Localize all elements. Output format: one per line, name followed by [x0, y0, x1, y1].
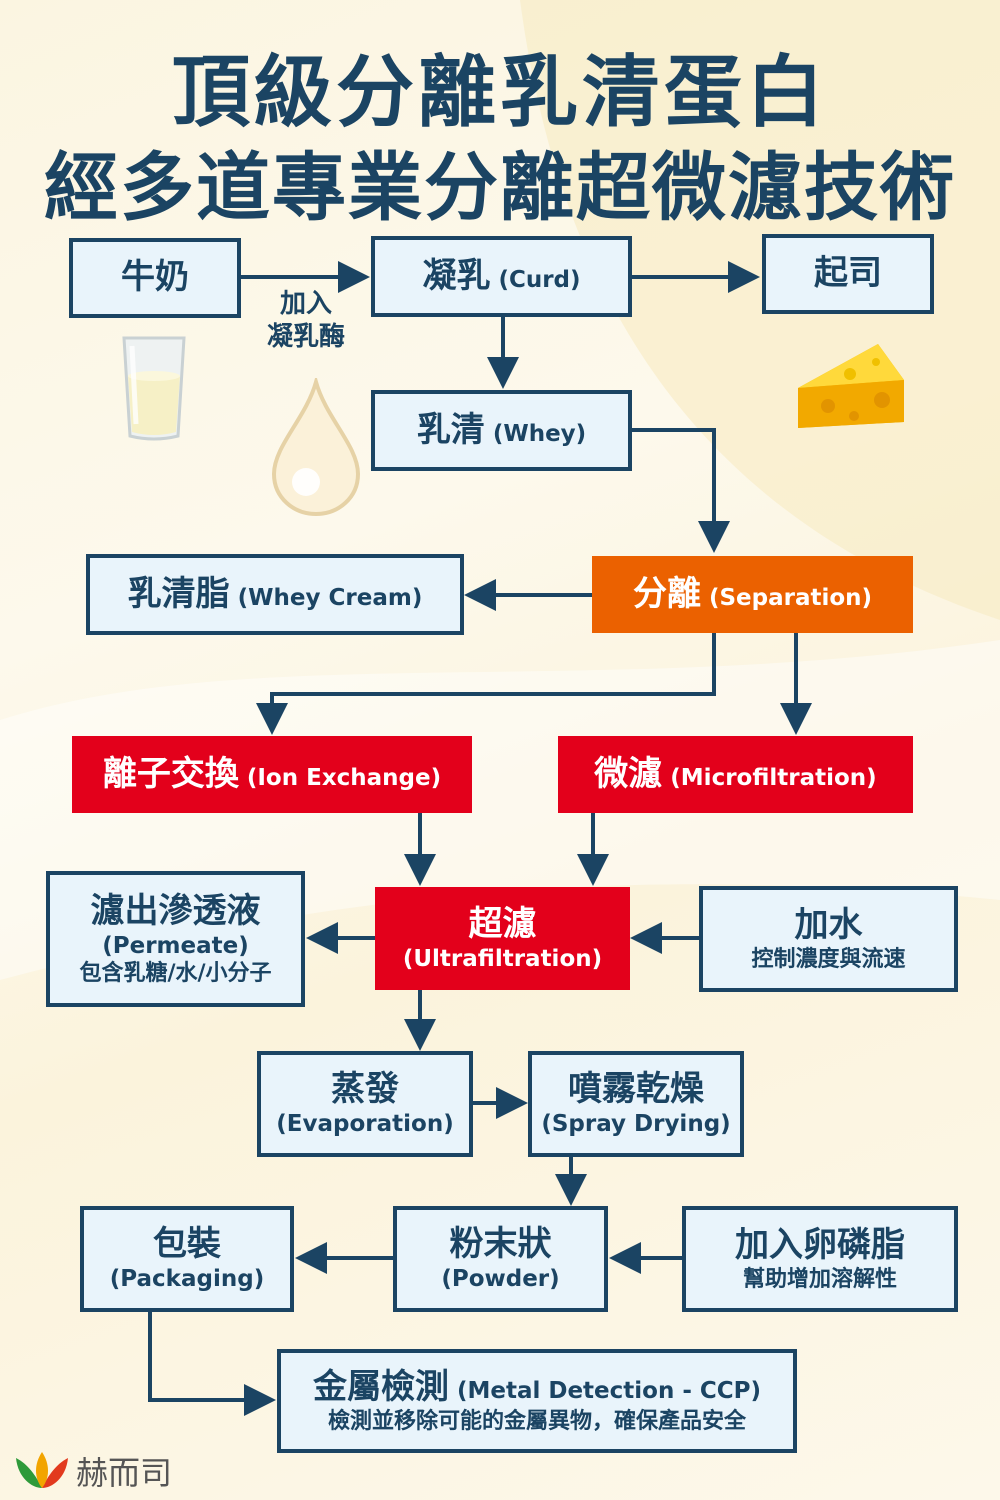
rennet-label: 加入 凝乳酶 [246, 288, 366, 353]
ultrafiltration-en: (Ultrafiltration) [402, 945, 603, 972]
arrow-packaging-to-metal [148, 1311, 276, 1416]
lecithin-box: 加入卵磷脂 幫助增加溶解性 [682, 1206, 958, 1312]
whey-zh: 乳清 [416, 409, 485, 450]
microfiltration-box: 微濾 (Microfiltration) [558, 736, 913, 813]
powder-en: (Powder) [441, 1266, 560, 1293]
ion-exchange-en: (Ion Exchange) [246, 764, 442, 791]
separation-zh: 分離 [632, 573, 701, 614]
arrow-whey-to-separation [631, 428, 730, 553]
whey-cream-zh: 乳清脂 [127, 573, 230, 614]
ion-exchange-box: 離子交換 (Ion Exchange) [72, 736, 472, 813]
cheese-box: 起司 [762, 234, 934, 314]
ultrafiltration-zh: 超濾 [468, 903, 537, 944]
whey-cream-box: 乳清脂 (Whey Cream) [86, 554, 464, 635]
cheese-icon [798, 344, 904, 428]
permeate-box: 濾出滲透液 (Permeate) 包含乳糖/水/小分子 [46, 871, 305, 1007]
evaporation-en: (Evaporation) [276, 1111, 454, 1138]
separation-en: (Separation) [708, 584, 873, 611]
powder-zh: 粉末狀 [449, 1224, 552, 1265]
cheese-label: 起司 [814, 253, 882, 294]
microfiltration-en: (Microfiltration) [670, 764, 877, 791]
permeate-zh: 濾出滲透液 [90, 890, 261, 931]
packaging-zh: 包裝 [153, 1224, 221, 1265]
add-water-sub: 控制濃度與流速 [751, 946, 906, 972]
evaporation-zh: 蒸發 [331, 1069, 399, 1110]
lecithin-sub: 幫助增加溶解性 [742, 1266, 897, 1292]
drop-icon [271, 378, 361, 517]
whey-box: 乳清 (Whey) [371, 390, 632, 471]
title-line-1: 頂級分離乳清蛋白 [171, 48, 828, 138]
separation-box: 分離 (Separation) [592, 556, 913, 633]
rennet-label-line2: 凝乳酶 [266, 321, 345, 352]
rennet-label-line1: 加入 [279, 289, 332, 319]
ion-exchange-zh: 離子交換 [102, 753, 239, 794]
curd-en: (Curd) [498, 266, 581, 293]
add-water-zh: 加水 [794, 904, 863, 945]
leaf-logo-icon [16, 1452, 68, 1488]
arrow-separation-to-ion-exchange [256, 632, 716, 735]
milk-label: 牛奶 [121, 257, 189, 298]
title-line-2: 經多道專業分離超微濾技術 [44, 145, 956, 231]
ultrafiltration-box: 超濾 (Ultrafiltration) [375, 887, 630, 990]
brand-logo-text: 赫而司 [76, 1454, 173, 1492]
microfiltration-zh: 微濾 [594, 753, 663, 794]
add-water-box: 加水 控制濃度與流速 [699, 886, 958, 992]
spray-drying-box: 噴霧乾燥 (Spray Drying) [528, 1051, 744, 1157]
packaging-box: 包裝 (Packaging) [80, 1206, 294, 1312]
permeate-sub: 包含乳糖/水/小分子 [79, 961, 272, 987]
powder-box: 粉末狀 (Powder) [393, 1206, 608, 1312]
curd-box: 凝乳 (Curd) [371, 236, 632, 317]
metal-detection-en: (Metal Detection - CCP) [456, 1377, 762, 1404]
permeate-en: (Permeate) [102, 932, 249, 959]
curd-zh: 凝乳 [422, 255, 491, 296]
milk-glass-icon [122, 336, 186, 441]
metal-detection-box: 金屬檢測 (Metal Detection - CCP) 檢測並移除可能的金屬異物… [277, 1349, 797, 1453]
spray-drying-zh: 噴霧乾燥 [568, 1069, 704, 1110]
packaging-en: (Packaging) [109, 1266, 265, 1293]
lecithin-zh: 加入卵磷脂 [735, 1224, 905, 1265]
whey-cream-en: (Whey Cream) [237, 584, 423, 611]
milk-box: 牛奶 [69, 238, 241, 318]
spray-drying-en: (Spray Drying) [541, 1111, 731, 1138]
metal-detection-sub: 檢測並移除可能的金屬異物，確保產品安全 [327, 1408, 746, 1434]
metal-detection-zh: 金屬檢測 [312, 1366, 449, 1407]
whey-en: (Whey) [492, 420, 587, 447]
evaporation-box: 蒸發 (Evaporation) [257, 1051, 473, 1157]
